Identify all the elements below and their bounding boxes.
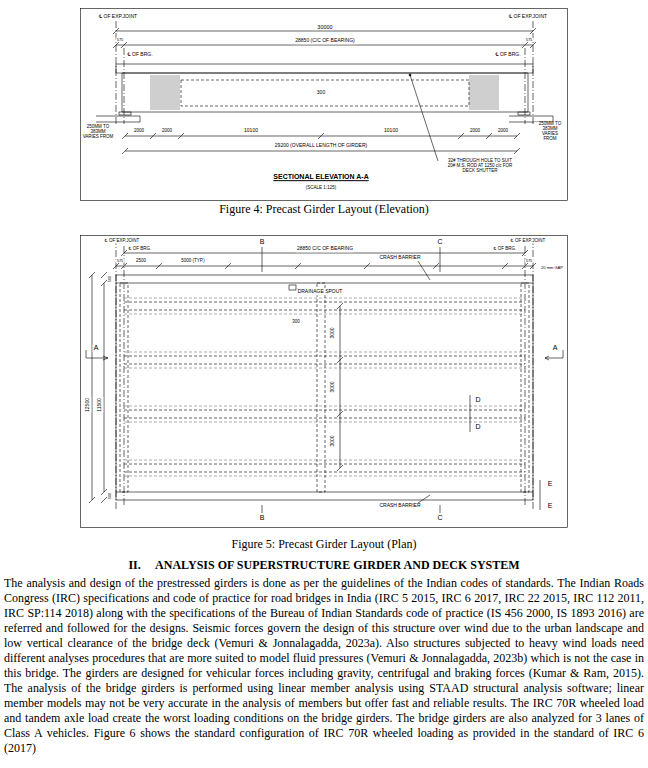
section-marker: E — [547, 502, 554, 510]
part-label: DRAINAGE SPOUT — [297, 289, 344, 295]
plan-drawing — [81, 236, 568, 528]
centerline-label: ℄ OF EXP.JOINT — [508, 14, 548, 20]
note: 250MM TO 383MM VARIES FROM — [534, 122, 566, 142]
dimension: 10100 — [243, 128, 259, 134]
dimension: 575 — [116, 259, 125, 263]
note: 32# THROUGH HOLE TO SUIT 20# M.S. ROD AT… — [444, 159, 516, 174]
dimension: 2000 — [133, 129, 145, 134]
section-marker: A — [93, 344, 100, 352]
section-marker: A — [552, 344, 559, 352]
scale-note: (SCALE 1:125) — [305, 186, 337, 191]
dimension: 11500 — [97, 397, 103, 413]
section-marker: C — [436, 238, 443, 246]
centerline-label: ℄ OF BRG. — [494, 52, 521, 58]
dimension: 30000 — [316, 24, 333, 30]
dimension: 500 — [108, 492, 112, 501]
dimension: 28850 C/C OF BEARING — [296, 246, 354, 252]
part-label: CRASH BARRIER — [378, 503, 421, 509]
dimension: 2500 — [135, 259, 147, 264]
dimension: 575 — [116, 38, 125, 42]
dimension: 3000 — [330, 326, 336, 339]
dimension: 10100 — [383, 128, 399, 134]
centerline-label: ℄ OF EXP.JOINT — [98, 14, 138, 20]
dimension: 500 — [108, 275, 112, 284]
section-marker: D — [474, 396, 481, 404]
centerline-label: ℄ OF EXP.JOINT — [104, 239, 140, 244]
section-marker: C — [436, 514, 443, 522]
centerline-label: ℄ OF BRG. — [493, 247, 518, 252]
dimension: 575 — [525, 259, 534, 263]
dimension: 29200 (OVERALL LENGTH OF GIRDER) — [274, 143, 368, 149]
dimension: 2000 — [469, 129, 481, 134]
section-marker: B — [259, 514, 266, 522]
figure-caption: Figure 4: Precast Girder Layout (Elevati… — [0, 202, 648, 217]
dimension: 12500 — [85, 397, 91, 413]
note: 250MM TO 383MM VARIES FROM — [81, 125, 115, 140]
dimension: 20 mm GAP — [540, 266, 564, 270]
body-paragraph: The analysis and design of the prestress… — [4, 576, 644, 756]
section-heading: II. ANALYSIS OF SUPERSTRUCTURE GIRDER AN… — [0, 558, 648, 573]
dimension: 3000 — [330, 380, 336, 393]
drawing-title: SECTIONAL ELEVATION A-A — [272, 173, 369, 181]
dimension: 5000 (TYP.) — [180, 259, 206, 264]
dimension: 2000 — [161, 129, 173, 134]
dimension: 300 — [291, 320, 301, 325]
dimension: 575 — [525, 38, 534, 42]
part-label: CRASH BARRIER — [378, 255, 421, 261]
section-marker: D — [474, 423, 481, 431]
elevation-drawing — [81, 9, 568, 201]
centerline-label: ℄ OF BRG. — [128, 247, 153, 252]
dimension: 300 — [316, 90, 326, 96]
section-marker: E — [547, 480, 554, 488]
dimension: 3000 — [330, 434, 336, 447]
section-marker: B — [259, 238, 266, 246]
centerline-label: ℄ OF BRG. — [126, 52, 153, 58]
centerline-label: ℄ OF EXP.JOINT — [510, 239, 546, 244]
figure-caption: Figure 5: Precast Girder Layout (Plan) — [0, 537, 648, 552]
dimension: 28850 (C/C OF BEARING) — [294, 38, 355, 44]
dimension: 2000 — [497, 129, 509, 134]
